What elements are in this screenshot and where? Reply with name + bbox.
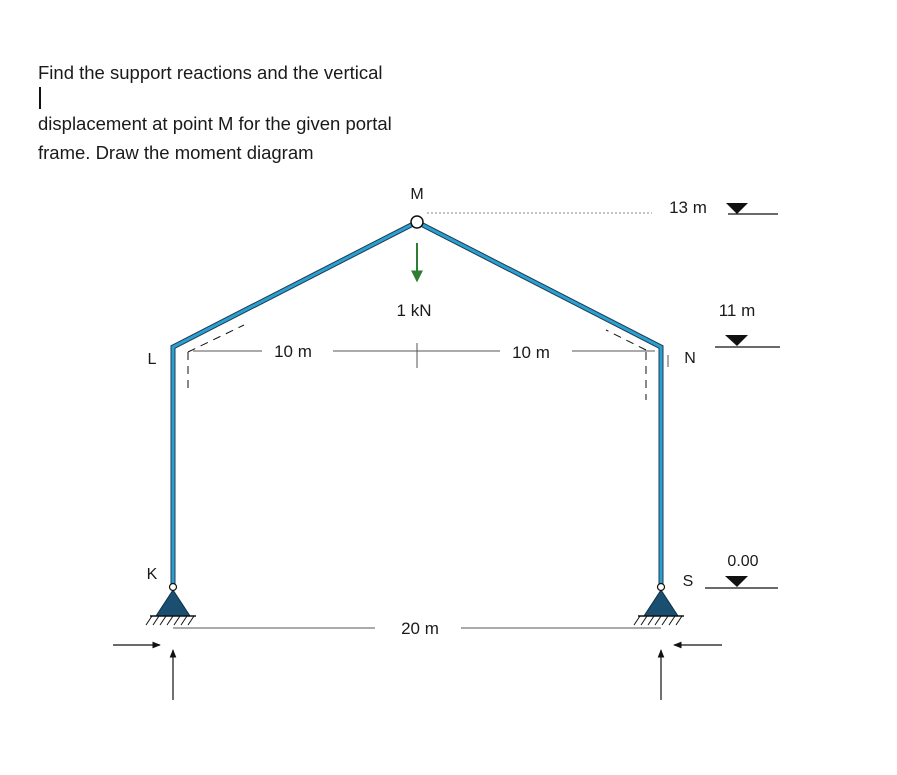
problem-line-2: frame. Draw the moment diagram <box>38 142 314 163</box>
elevation-base-label: 0.00 <box>727 553 758 570</box>
dimension-total-span: 20 m <box>401 619 439 638</box>
right-pin-support <box>633 582 684 626</box>
load-label: 1 kN <box>397 301 432 320</box>
label-left-eave: L <box>148 351 157 368</box>
problem-line-1-part-a: Find the support reactions and the verti… <box>38 62 383 83</box>
dimension-right-half-span: 10 m <box>512 343 550 362</box>
elevation-apex-label: 13 m <box>669 198 707 217</box>
apex-hinge <box>410 215 424 229</box>
elevation-marker-apex: 13 m <box>669 198 778 217</box>
label-right-base: S <box>683 573 694 590</box>
label-right-eave: N <box>684 350 696 367</box>
base-dimension: 20 m <box>173 619 661 638</box>
label-apex: M <box>410 186 423 203</box>
dimension-left-half-span: 10 m <box>274 342 312 361</box>
problem-line-1-part-b: displacement at point M for the given po… <box>38 113 392 134</box>
elevation-eave-label: 11 m <box>719 301 756 320</box>
tension-side-dashes <box>187 324 647 400</box>
left-pin-support <box>145 582 196 626</box>
elevation-marker-base: 0.00 <box>705 553 778 589</box>
reaction-arrows <box>113 641 722 700</box>
problem-line-1: Find the support reactions and the verti… <box>38 58 858 138</box>
eave-dimension: 10 m 10 m <box>193 342 669 368</box>
elevation-marker-eave: 11 m <box>715 301 780 348</box>
text-cursor <box>39 87 41 109</box>
problem-statement: Find the support reactions and the verti… <box>38 58 858 167</box>
label-left-base: K <box>147 566 158 583</box>
